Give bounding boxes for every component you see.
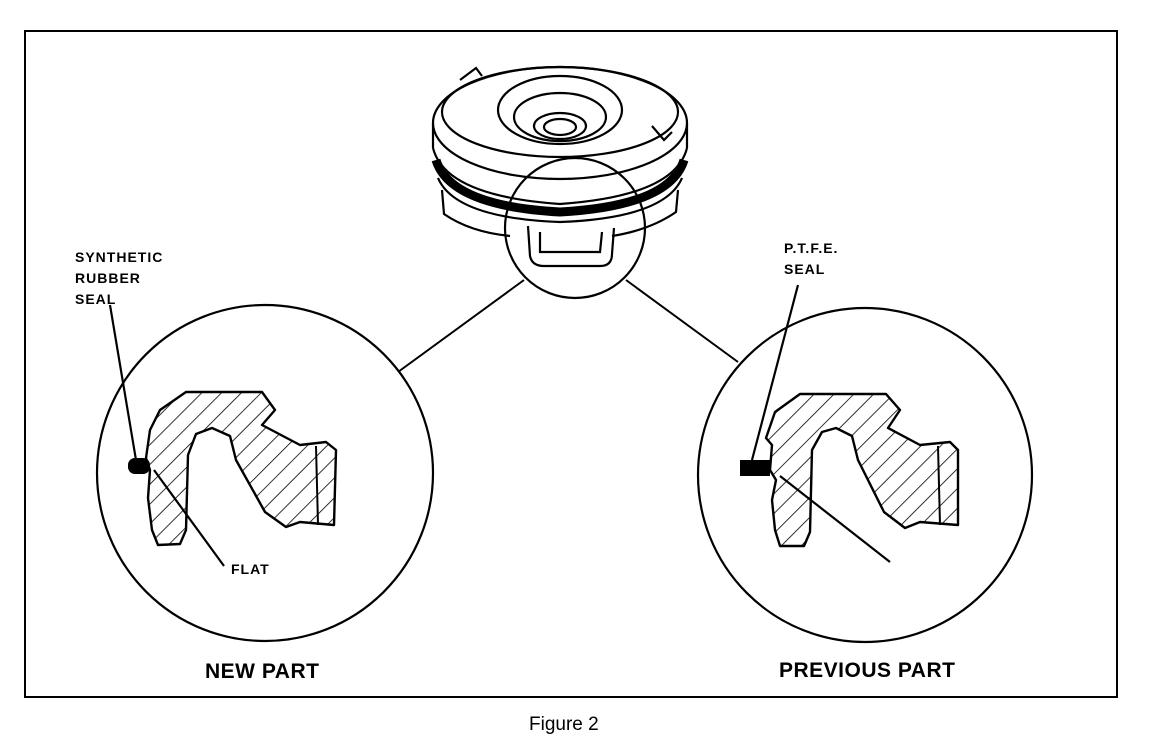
new-part-circle [95,303,435,643]
piston-part [431,65,689,268]
label-previous-part: PREVIOUS PART [779,659,955,682]
new-part-section [144,390,338,547]
label-flat: FLAT [231,561,270,577]
previous-part-circle [696,306,1034,644]
previous-part-section [764,392,960,548]
label-ptfe-seal: P.T.F.E. SEAL [784,240,843,277]
magnifier-circle [503,156,647,300]
figure-caption: Figure 2 [529,714,599,735]
new-part-detail [95,303,435,643]
label-new-part: NEW PART [205,660,319,683]
connector-line-right [625,279,739,363]
label-synthetic-rubber-seal: SYNTHETIC RUBBER SEAL [75,249,168,307]
figure-frame [24,30,1118,698]
ptfe-seal [740,460,770,476]
connector-line-left [397,279,525,373]
synthetic-rubber-seal [128,458,150,474]
previous-part-detail [696,284,1034,644]
